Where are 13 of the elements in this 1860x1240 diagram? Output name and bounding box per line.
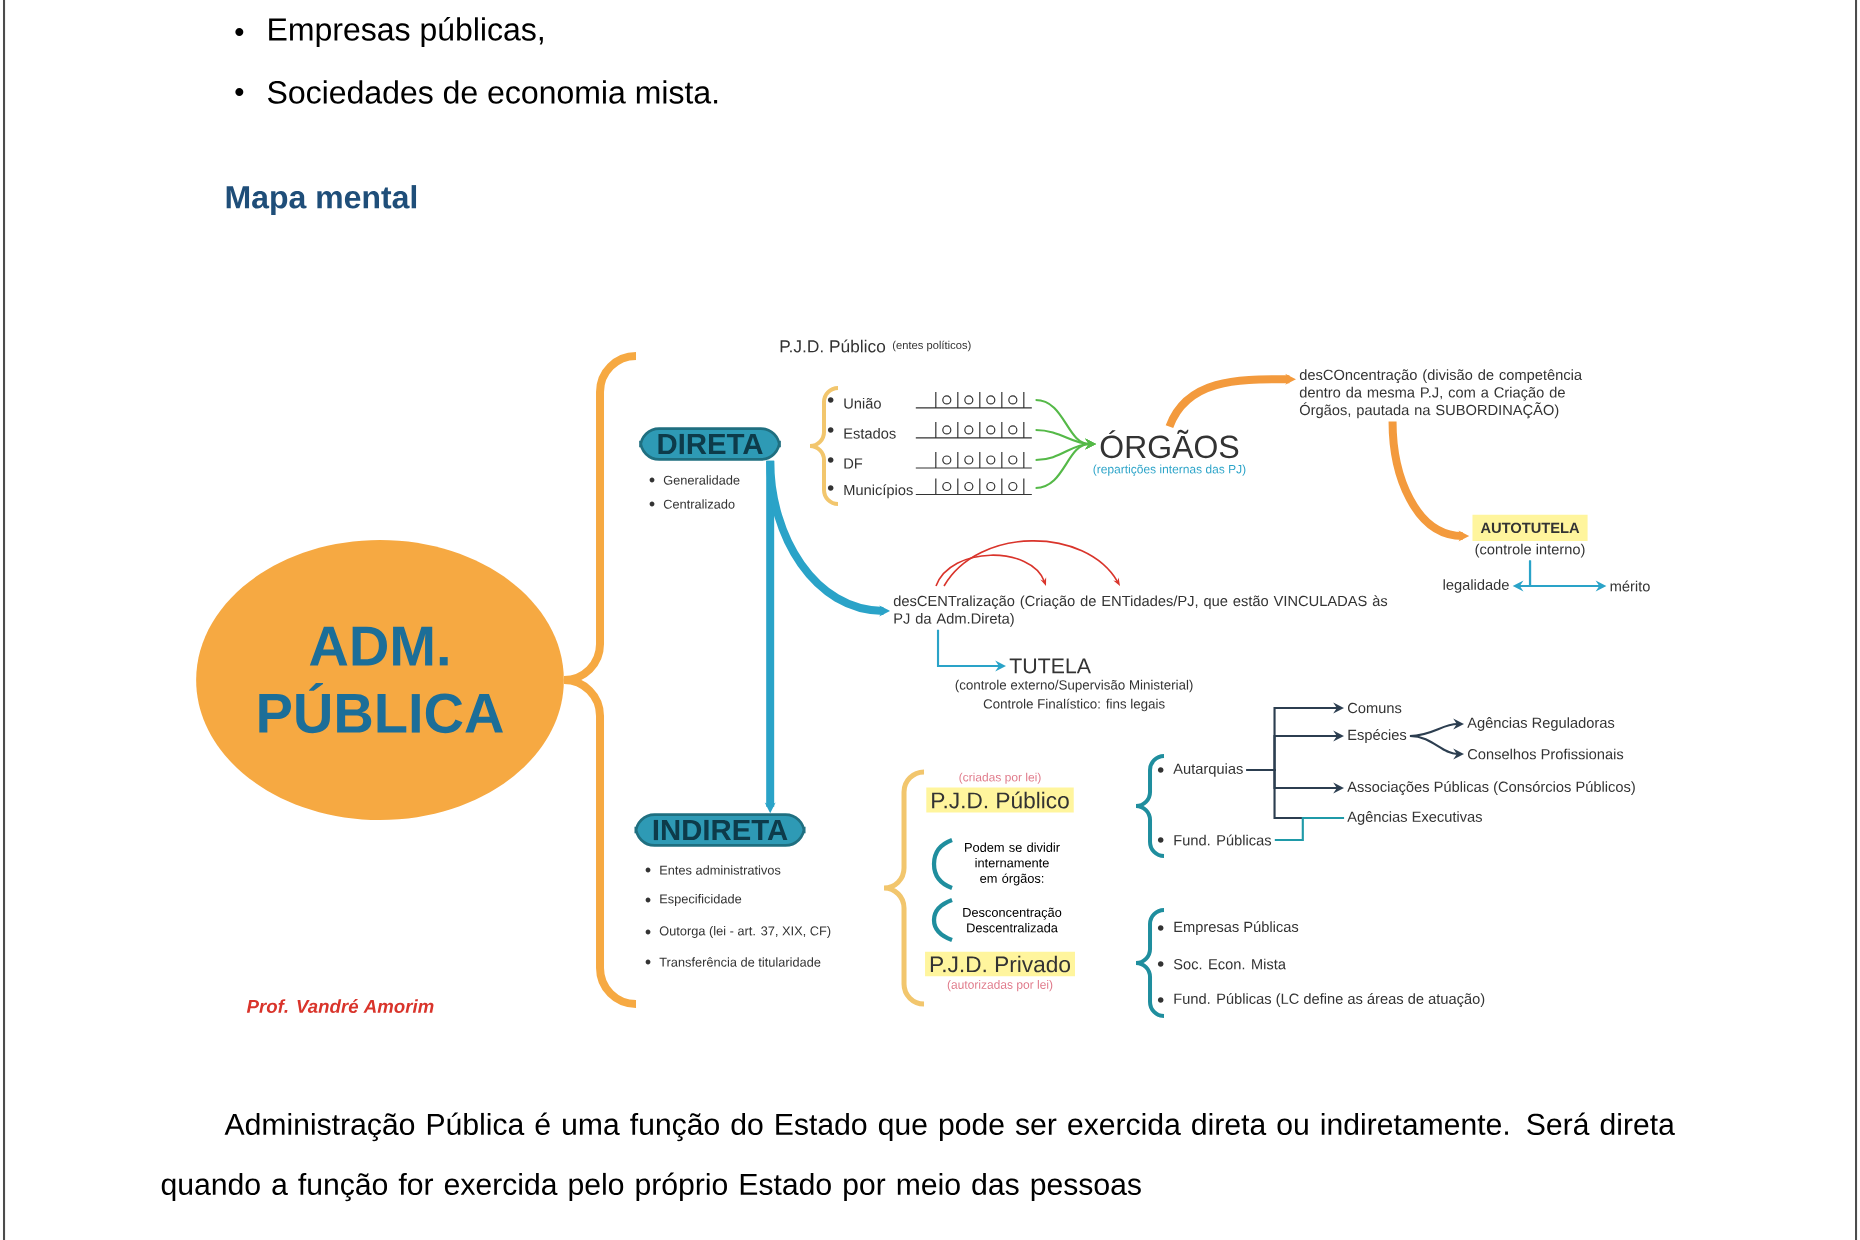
connector-line	[1274, 816, 1345, 842]
heading: Mapa mental	[226, 185, 417, 215]
list-item: Sociedades de economia mista.	[268, 80, 718, 104]
topic-text: TUTELA	[1009, 658, 1091, 674]
category-pill: INDIRETA	[634, 813, 806, 847]
body-paragraph: Administração Pública é uma função do Estado que pode ser exercida direta ou indiretamente. Será direta quando a função for exercida pelo próprio Estado por meio das pessoas	[161, 1112, 1675, 1202]
list-item: Empresas públicas,	[269, 16, 543, 48]
topic-text: ÓRGÃOS	[1100, 429, 1239, 459]
category-pill: DIRETA	[639, 427, 781, 461]
highlighted-text: P.J.D. Privado	[925, 951, 1075, 977]
author-name: Prof. Vandré Amorim	[246, 999, 434, 1013]
highlighted-text: P.J.D. Público	[926, 787, 1074, 813]
topic-text: P.J.D. Público	[780, 339, 886, 353]
